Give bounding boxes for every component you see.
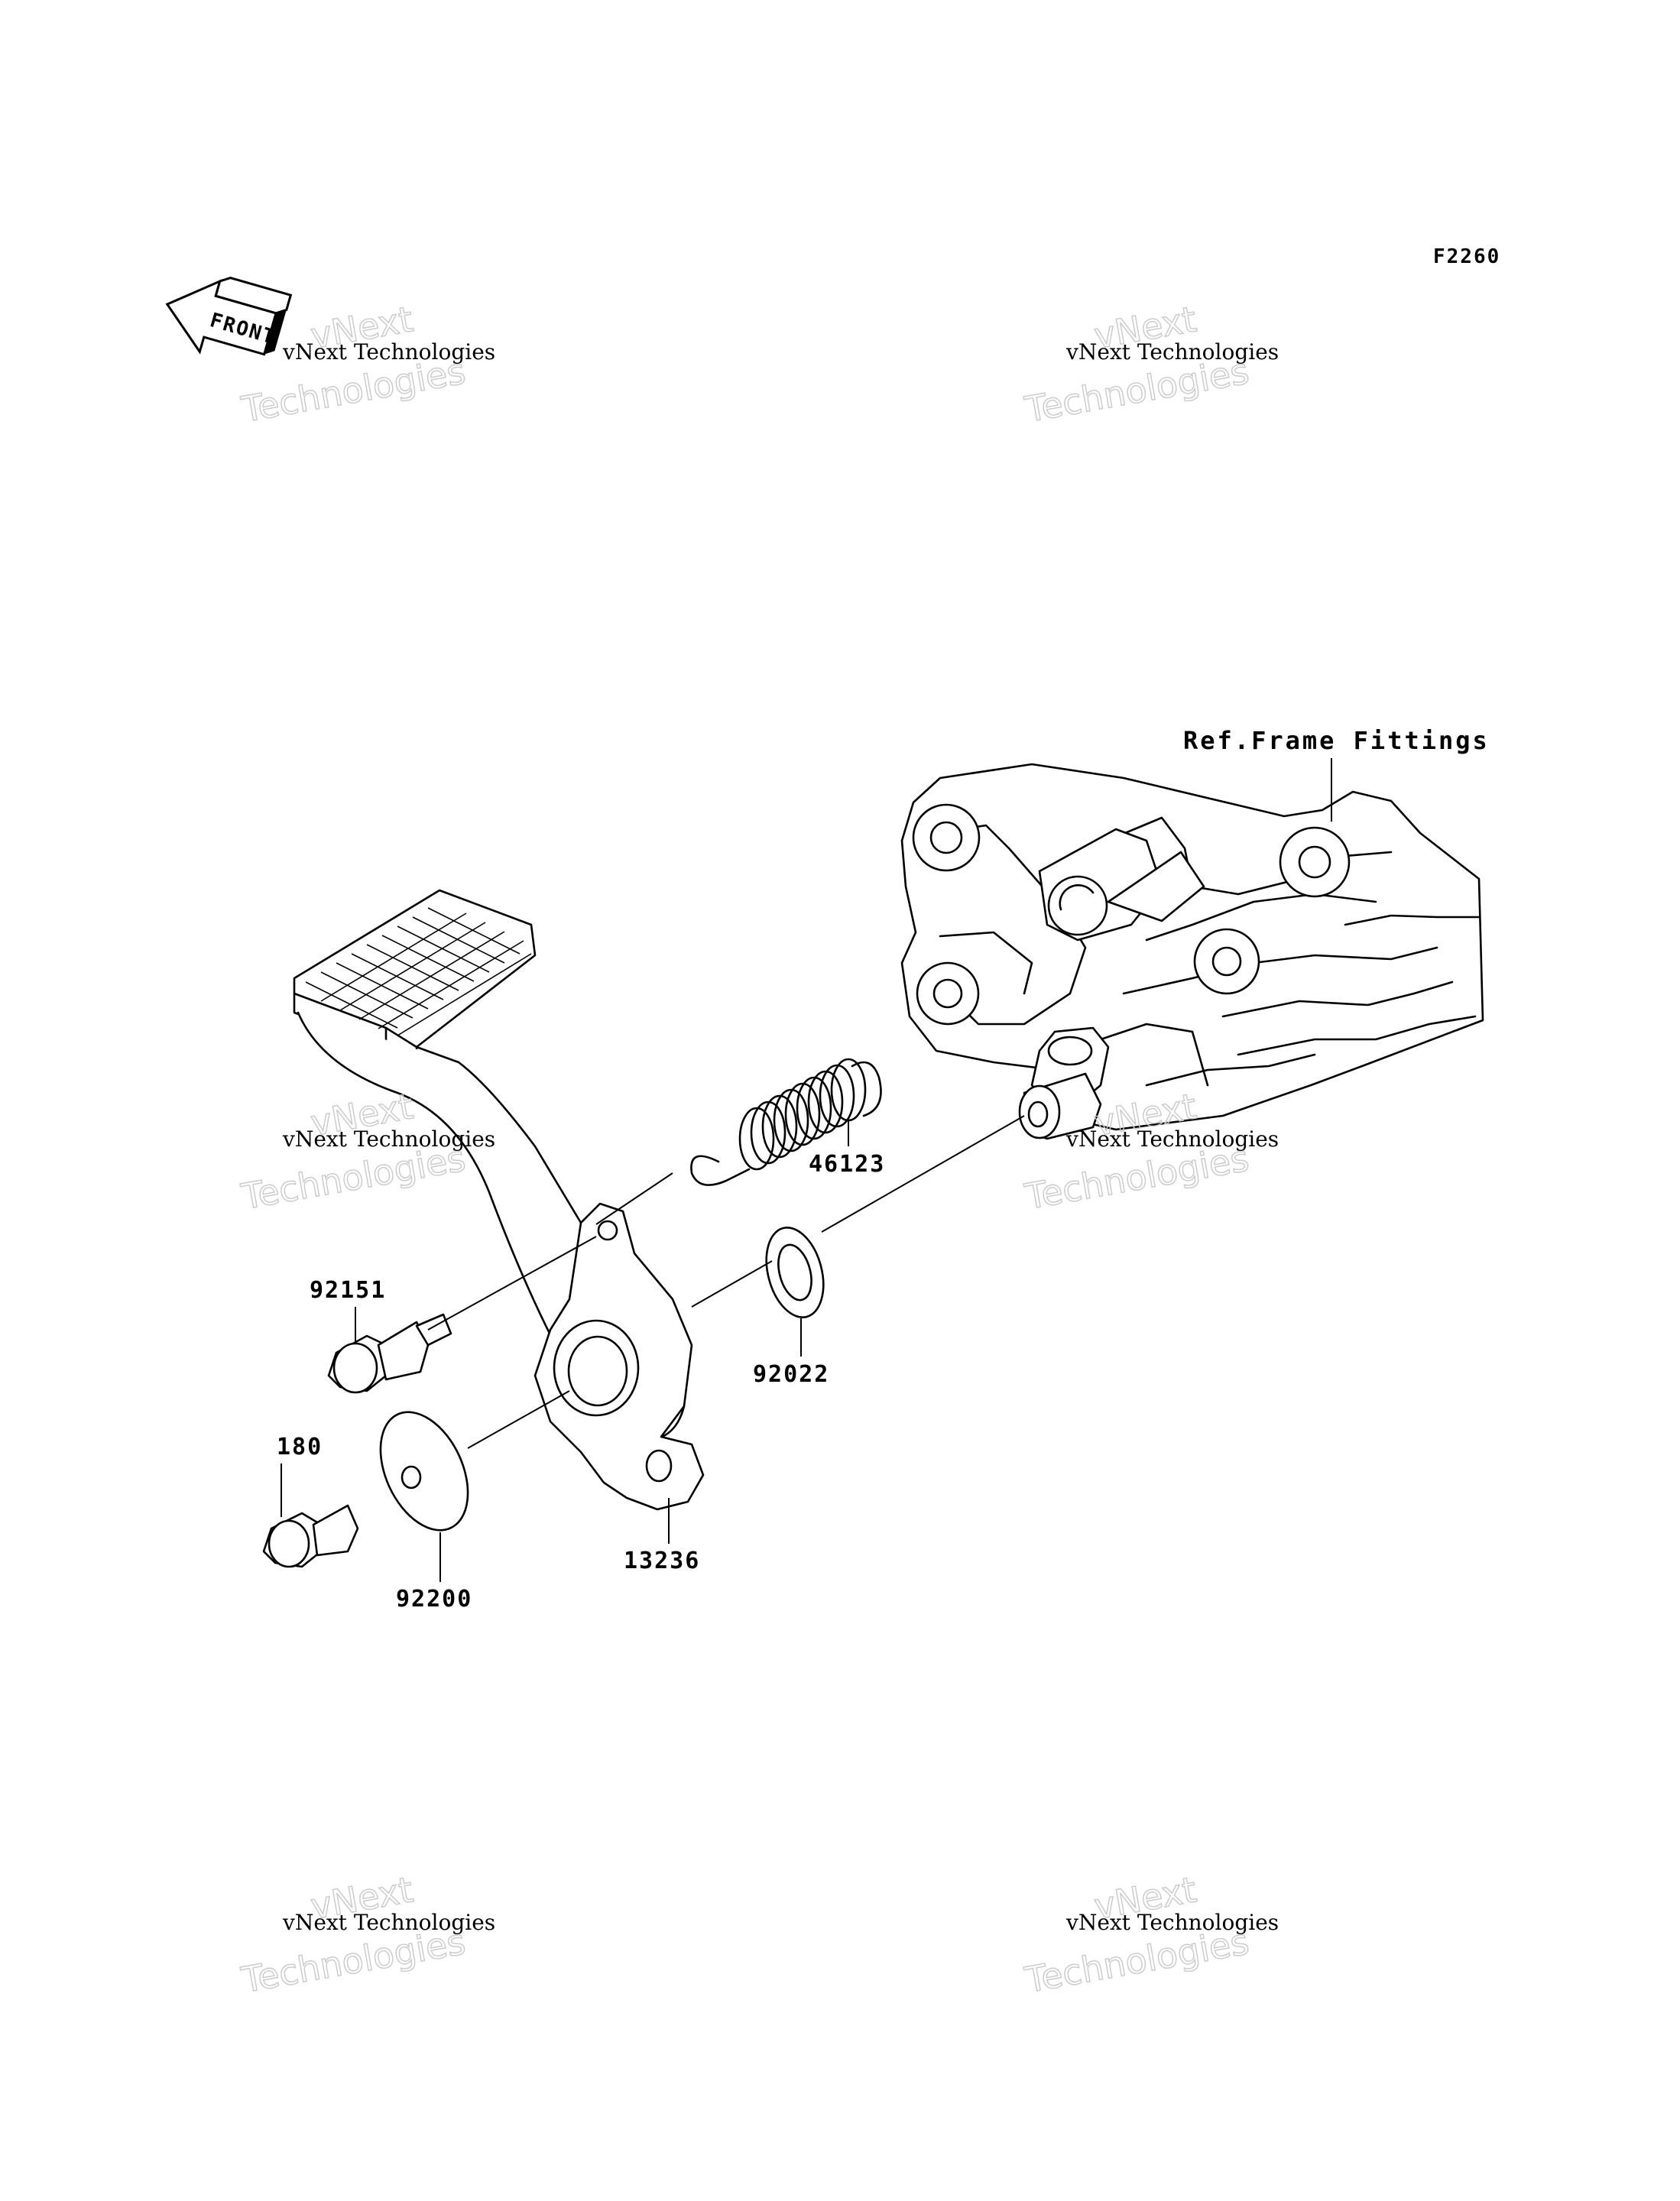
part-number-180: 180 xyxy=(277,1434,323,1460)
part-number-92022: 92022 xyxy=(753,1361,829,1388)
front-arrow-icon: FRONT xyxy=(165,277,293,356)
part-number-46123: 46123 xyxy=(809,1151,885,1178)
part-number-13236: 13236 xyxy=(624,1548,700,1574)
assembly-lines xyxy=(427,1115,1025,1449)
reference-label: Ref.Frame Fittings xyxy=(1183,726,1490,755)
washer-92200 xyxy=(379,1411,469,1532)
watermark: vNext Technologies vNext Technologies xyxy=(1021,1869,1279,2002)
figure-code: F2260 xyxy=(1433,245,1500,268)
bolt-180 xyxy=(262,1504,359,1568)
part-leaders xyxy=(281,1307,802,1582)
part-number-92200: 92200 xyxy=(396,1586,472,1613)
watermark: vNext Technologies vNext Technologies xyxy=(1021,298,1279,431)
frame-fittings xyxy=(900,763,1484,1140)
watermark-text: vNext Technologies xyxy=(1065,1126,1279,1152)
brake-pedal-13236 xyxy=(293,889,705,1511)
washer-92022 xyxy=(765,1227,825,1318)
watermark: vNext Technologies vNext Technologies xyxy=(238,1869,495,2002)
watermark-text: vNext Technologies xyxy=(1065,1910,1279,1935)
bolt-92151 xyxy=(327,1313,452,1394)
watermark-text: vNext Technologies xyxy=(282,1910,495,1935)
part-number-92151: 92151 xyxy=(310,1277,386,1304)
watermark-text: vNext Technologies xyxy=(282,339,495,365)
watermark-text: vNext Technologies xyxy=(282,1126,495,1152)
spring-46123 xyxy=(690,1058,882,1186)
watermark-text: vNext Technologies xyxy=(1065,339,1279,365)
